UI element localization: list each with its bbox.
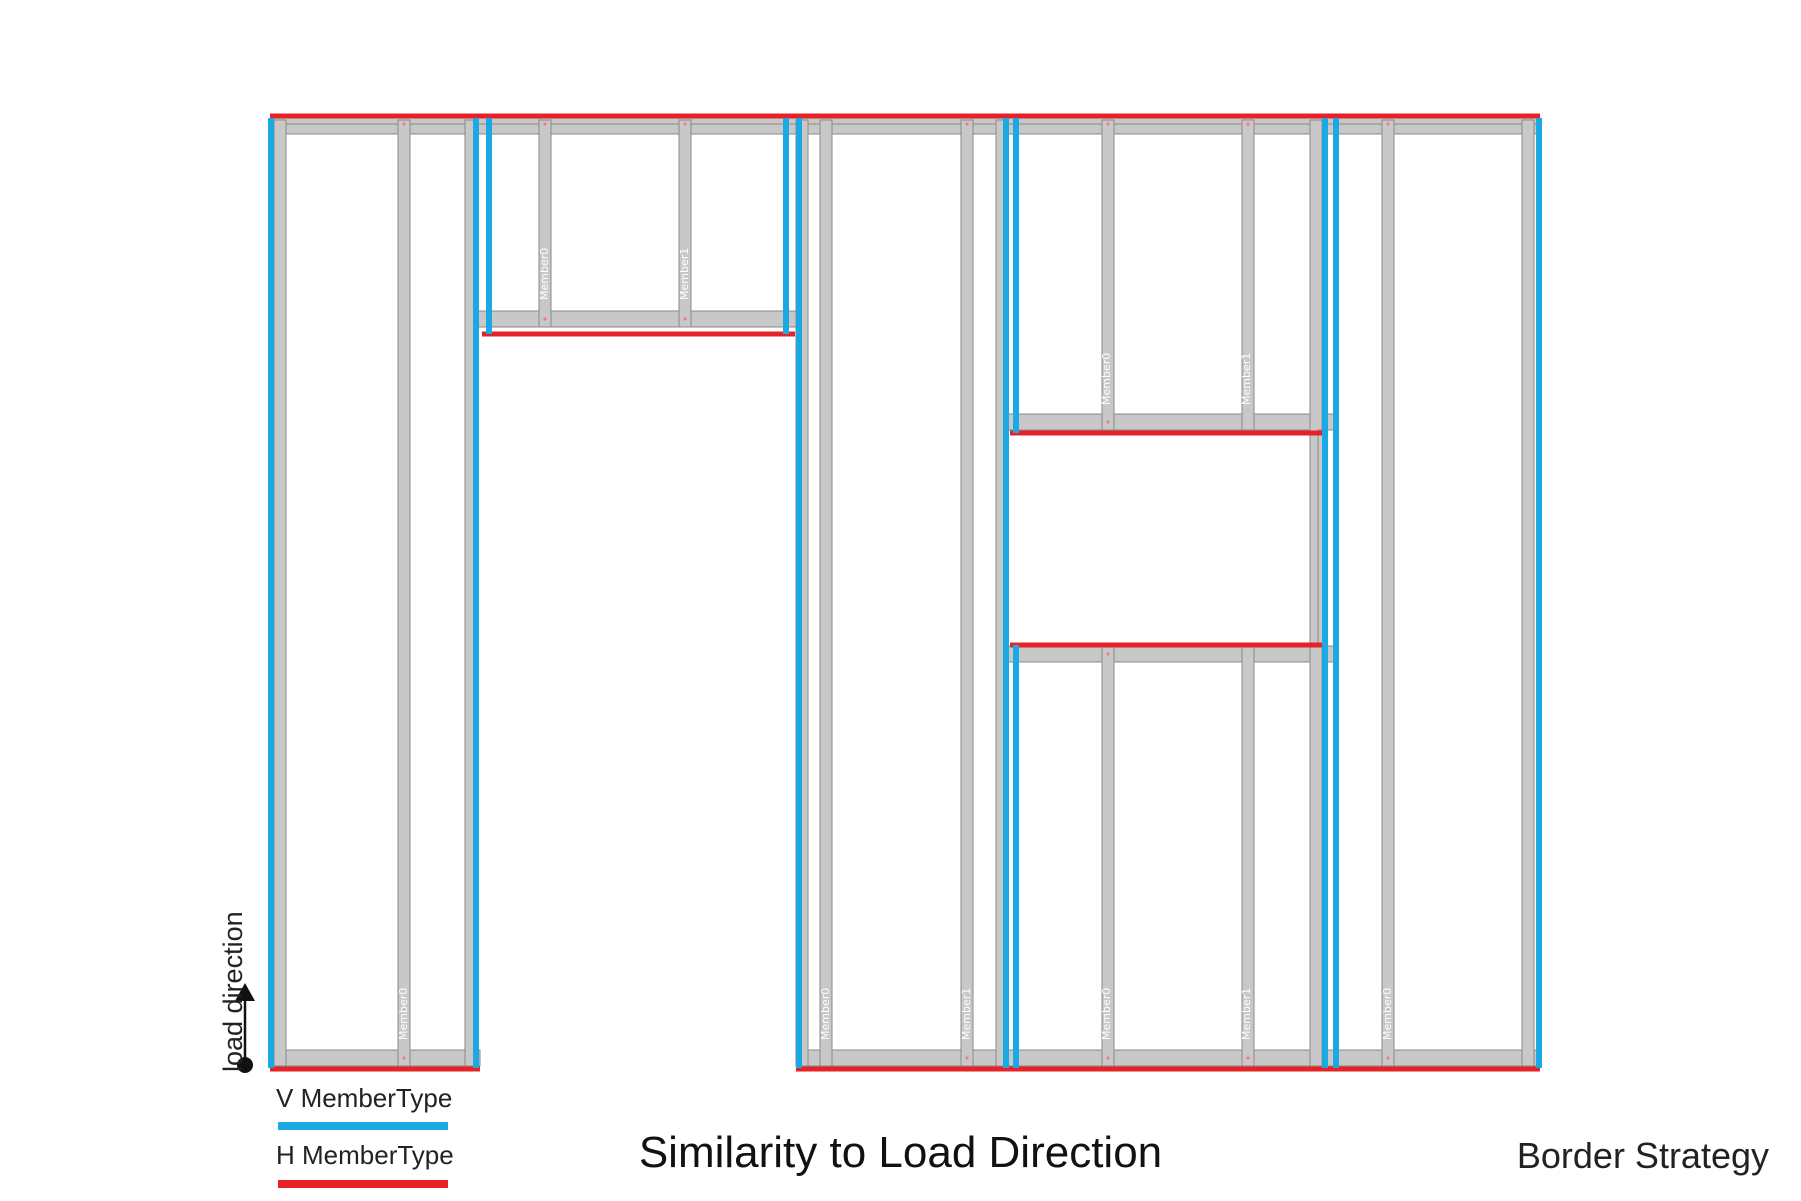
node-marker xyxy=(402,122,406,126)
arrow-origin-dot xyxy=(237,1057,253,1073)
stud xyxy=(1521,119,1535,1067)
node-marker xyxy=(1106,420,1110,424)
stud xyxy=(1381,119,1395,1067)
node-marker xyxy=(965,1056,969,1060)
node-marker xyxy=(1386,1056,1390,1060)
frame-plates xyxy=(271,115,1540,1067)
node-marker xyxy=(402,1056,406,1060)
member-label: Member1 xyxy=(678,248,691,300)
stud xyxy=(678,119,692,328)
legend-v-swatch xyxy=(278,1122,448,1130)
stud xyxy=(1101,119,1115,431)
arrow-head xyxy=(235,983,255,1001)
load-direction-arrow xyxy=(235,983,255,1073)
node-marker xyxy=(543,122,547,126)
stud xyxy=(819,119,833,1067)
stud xyxy=(397,119,411,1067)
node-marker xyxy=(1386,122,1390,126)
member-label: Member0 xyxy=(1100,353,1113,405)
stud xyxy=(273,119,287,1067)
bottom-plate-left xyxy=(271,1049,481,1067)
load-direction-label: load direction xyxy=(218,911,248,1072)
member-label: Member0 xyxy=(538,248,551,300)
node-marker xyxy=(1246,122,1250,126)
member-label: Member1 xyxy=(1240,988,1253,1040)
member-label: Member0 xyxy=(1381,988,1394,1040)
stud xyxy=(538,119,552,328)
node-markers xyxy=(402,122,1390,1060)
window-header-plate xyxy=(995,413,1335,431)
member-label: Member0 xyxy=(397,988,410,1040)
node-marker xyxy=(1106,1056,1110,1060)
top-plate-lower xyxy=(271,123,1540,135)
bottom-plate-right xyxy=(795,1049,1540,1067)
node-marker xyxy=(543,317,547,321)
legend-h-swatch xyxy=(278,1180,448,1188)
window-sill-plate xyxy=(995,645,1335,663)
member-label: Member1 xyxy=(960,988,973,1040)
stud xyxy=(960,119,974,1067)
legend-h-label: H MemberType xyxy=(276,1140,454,1170)
stud xyxy=(1241,119,1255,431)
node-marker xyxy=(683,122,687,126)
frame-studs xyxy=(273,119,1535,1067)
node-marker xyxy=(1106,652,1110,656)
diagram-title: Similarity to Load Direction xyxy=(638,1128,1163,1177)
member-label: Member1 xyxy=(1240,353,1253,405)
node-marker xyxy=(1106,122,1110,126)
node-marker xyxy=(683,317,687,321)
node-marker xyxy=(965,122,969,126)
door-header-plate xyxy=(465,310,807,328)
legend-v-label: V MemberType xyxy=(276,1083,453,1113)
member-label: Member0 xyxy=(1100,988,1113,1040)
vertical-members xyxy=(268,118,1542,1068)
node-marker xyxy=(1246,1056,1250,1060)
member-label: Member0 xyxy=(819,988,832,1040)
horizontal-members xyxy=(270,113,1540,1072)
strategy-label: Border Strategy xyxy=(1516,1135,1769,1176)
member-labels: Member0 Member1 Member0 Member1 Member0 … xyxy=(397,248,1394,1040)
